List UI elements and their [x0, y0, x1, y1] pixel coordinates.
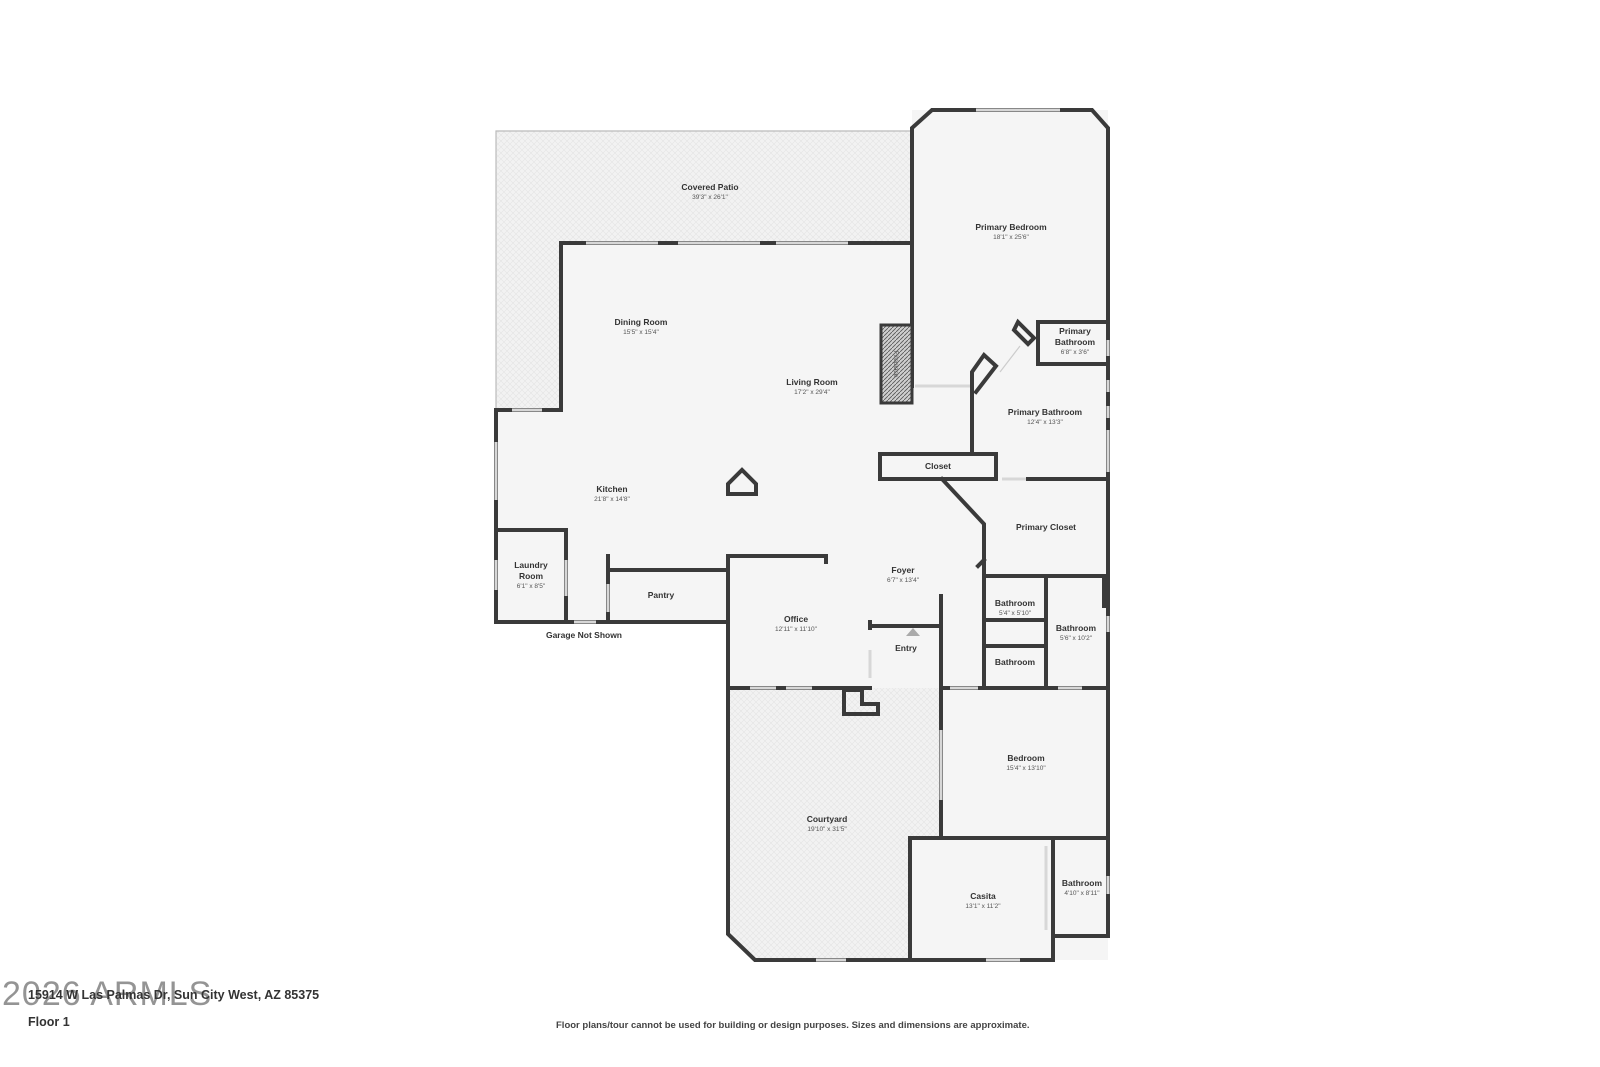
casita-name: Casita [970, 891, 996, 901]
living-room-dims: 17'2" x 29'4" [794, 389, 830, 396]
wall-primary-bath-top [1036, 320, 1110, 366]
wall-primary-bath-diag [1011, 318, 1037, 347]
primary-bathroom-dims: 12'4" x 13'3" [1027, 419, 1063, 426]
primary-bathroom-small-name-2: Bathroom [1055, 337, 1096, 347]
wall-foyer-entry [868, 594, 943, 690]
bathroom-4-name: Bathroom [1062, 878, 1103, 888]
kitchen-name: Kitchen [596, 484, 627, 494]
primary-bathroom-small-dims: 6'8" x 3'6" [1061, 349, 1090, 356]
closet-name: Closet [925, 461, 951, 471]
foyer-dims: 6'7" x 13'4" [887, 577, 920, 584]
dining-room-dims: 15'5" x 15'4" [623, 329, 659, 336]
windows [494, 108, 1110, 962]
dining-room-name: Dining Room [615, 317, 668, 327]
fireplace-label: Fireplace [892, 351, 899, 378]
wall-primary-bath-left [970, 351, 999, 402]
foyer-name: Foyer [891, 565, 915, 575]
entry-arrow-icon [906, 628, 920, 636]
laundry-room-dims: 6'1" x 8'5" [517, 583, 546, 590]
casita-floor [910, 838, 1048, 960]
garage-note: Garage Not Shown [546, 630, 622, 640]
courtyard-area [728, 688, 941, 960]
wall-office-top [726, 554, 828, 564]
floor-label: Floor 1 [28, 1015, 70, 1029]
interior-floor [496, 110, 1108, 960]
bathroom-1-dims: 5'4" x 5'10" [999, 610, 1032, 617]
kitchen-dims: 21'8" x 14'8" [594, 496, 630, 503]
patio-outline [495, 130, 912, 410]
bathroom-1-name: Bathroom [995, 598, 1036, 608]
bathroom-4-dims: 4'10" x 8'11" [1064, 890, 1100, 897]
wall-bath1 [982, 574, 1048, 690]
office-name: Office [784, 614, 808, 624]
bedroom-dims: 15'4" x 13'10" [1006, 765, 1046, 772]
office-dims: 12'11" x 11'10" [775, 626, 818, 633]
laundry-room-name-2: Room [519, 571, 544, 581]
courtyard-dims: 19'10" x 31'5" [807, 826, 847, 833]
room-labels: Covered Patio 39'3" x 26'1" Primary Bedr… [514, 182, 1102, 910]
bathroom-2-name: Bathroom [1056, 623, 1097, 633]
living-room-name: Living Room [786, 377, 838, 387]
primary-closet-name: Primary Closet [1016, 522, 1076, 532]
armls-watermark: 2026 ARMLS [2, 975, 213, 1013]
primary-bath-door [999, 345, 1021, 373]
entry-name: Entry [895, 643, 917, 653]
wall-closet [878, 452, 998, 481]
covered-patio-dims: 39'3" x 26'1" [692, 194, 728, 201]
wall-kitchen-corner [726, 467, 758, 496]
covered-patio-area [496, 131, 912, 410]
bedroom-name: Bedroom [1007, 753, 1045, 763]
laundry-room-name-1: Laundry [514, 560, 548, 570]
covered-patio-name: Covered Patio [681, 182, 738, 192]
bathroom-2-dims: 5'6" x 10'2" [1060, 635, 1093, 642]
wall-primary-closet-left [975, 557, 987, 569]
primary-bedroom-dims: 18'1" x 25'6" [993, 234, 1029, 241]
exterior-wall-casita [908, 836, 1110, 962]
disclaimer: Floor plans/tour cannot be used for buil… [556, 1020, 1030, 1031]
primary-bedroom-name: Primary Bedroom [975, 222, 1047, 232]
casita-dims: 13'1" x 11'2" [965, 903, 1001, 910]
property-address: 15914 W Las Palmas Dr, Sun City West, AZ… [28, 988, 320, 1002]
wall-courtyard-block [842, 688, 880, 716]
fireplace [879, 323, 914, 405]
pantry-name: Pantry [648, 590, 675, 600]
primary-bathroom-name: Primary Bathroom [1008, 407, 1083, 417]
bathroom-3-name: Bathroom [995, 657, 1036, 667]
courtyard-name: Courtyard [807, 814, 848, 824]
primary-bathroom-small-name-1: Primary [1059, 326, 1091, 336]
